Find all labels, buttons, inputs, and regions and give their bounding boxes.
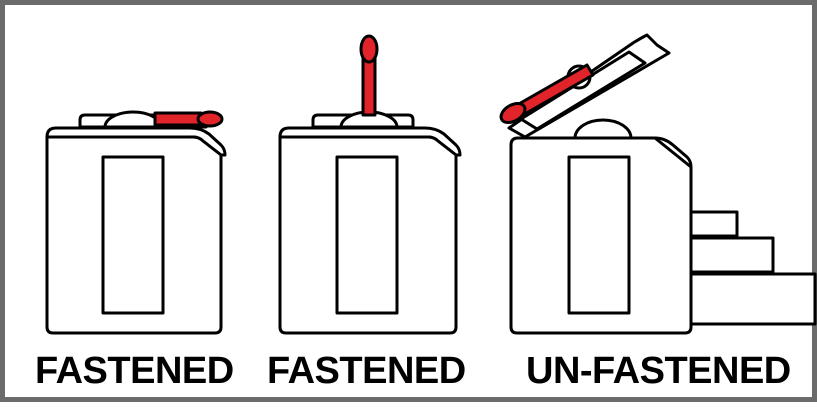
- panel-3-device: [499, 33, 817, 335]
- panel-3-step-middle: [677, 236, 775, 274]
- panel-1-window: [101, 155, 165, 315]
- panel-2-window: [335, 155, 399, 315]
- panel-3-step-bottom: [677, 272, 817, 326]
- panel-3-window: [567, 155, 631, 315]
- diagram-canvas: [45, 33, 817, 335]
- panel-1-device: [45, 110, 227, 335]
- panel-3-latch-knob: [499, 102, 527, 125]
- panel-1-label: FASTENED: [35, 350, 234, 392]
- panel-2-latch: [361, 55, 377, 117]
- panel-3-label: UN-FASTENED: [526, 350, 791, 392]
- panel-2-latch-knob: [359, 34, 379, 64]
- panel-1-latch: [153, 111, 203, 127]
- panel-3-dome: [573, 118, 633, 140]
- panel-2-label: FASTENED: [267, 350, 466, 392]
- panel-2-device: [278, 34, 462, 335]
- panel-1-latch-knob: [196, 110, 224, 128]
